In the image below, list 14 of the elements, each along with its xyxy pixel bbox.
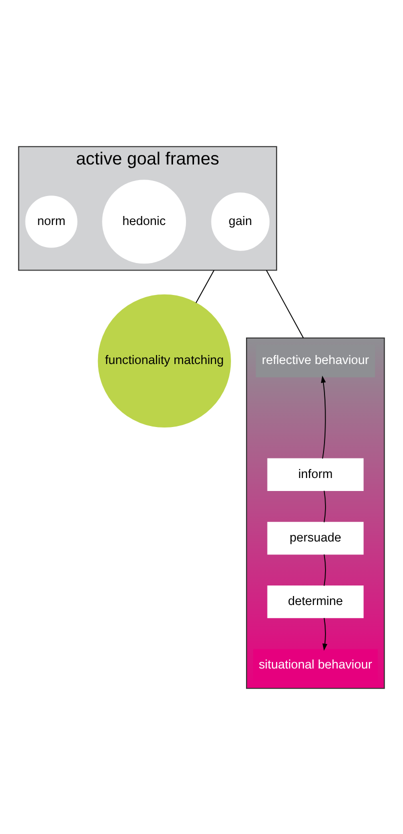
arrow <box>322 617 328 650</box>
node-box: determine <box>267 585 364 618</box>
node-circle: norm <box>25 195 78 248</box>
cluster <box>246 336 385 688</box>
connector <box>196 269 214 303</box>
node-box: persuade <box>267 521 364 554</box>
connector <box>324 490 326 522</box>
node-box: inform <box>267 458 364 490</box>
node-circle: functionality matching <box>98 294 231 428</box>
connector <box>324 553 326 586</box>
connector <box>266 269 304 338</box>
arrow <box>320 375 326 458</box>
node-circle: hedonic <box>102 179 186 264</box>
node-circle: gain <box>211 192 270 250</box>
